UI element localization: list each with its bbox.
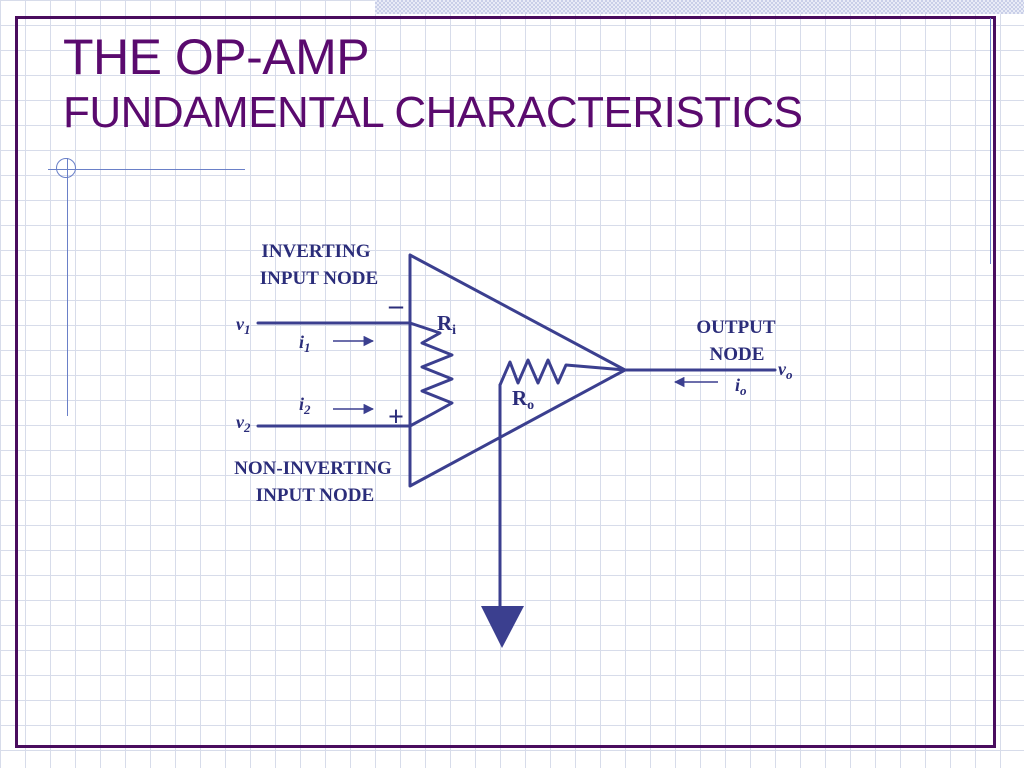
- ground-arrow-icon: [481, 606, 524, 648]
- noninverting-label-line-1: NON-INVERTING: [234, 458, 392, 479]
- inverting-label-line-1: INVERTING: [261, 241, 370, 262]
- decorative-horizontal-line: [48, 169, 245, 170]
- minus-sign: –: [388, 290, 404, 321]
- title-line-1: THE OP-AMP: [63, 29, 370, 85]
- i2-label: i2: [299, 394, 311, 417]
- i1-label: i1: [299, 332, 311, 355]
- v2-label: v2: [236, 412, 251, 435]
- output-resistor-ro: [498, 358, 627, 387]
- inverting-label-line-2: INPUT NODE: [260, 268, 378, 289]
- io-label: io: [735, 375, 747, 398]
- vo-label: vo: [778, 359, 793, 382]
- decorative-right-line: [990, 18, 991, 264]
- v1-label: v1: [236, 314, 251, 337]
- decorative-circle-icon: [56, 158, 76, 178]
- plus-sign: +: [388, 402, 404, 433]
- output-label-line-2: NODE: [710, 344, 765, 365]
- noninverting-label-line-2: INPUT NODE: [256, 485, 374, 506]
- top-pattern-band: [375, 0, 1024, 14]
- output-label-line-1: OUTPUT: [696, 317, 776, 338]
- decorative-vertical-line: [67, 158, 68, 416]
- op-amp-triangle: [408, 253, 627, 488]
- ro-label: Ro: [512, 386, 534, 413]
- title-line-2: FUNDAMENTAL CHARACTERISTICS: [63, 88, 803, 137]
- page-title: THE OP-AMP FUNDAMENTAL CHARACTERISTICS: [63, 29, 803, 137]
- slide-frame: [15, 16, 996, 748]
- ri-label: Ri: [437, 311, 456, 338]
- input-resistor-ri: [408, 321, 454, 428]
